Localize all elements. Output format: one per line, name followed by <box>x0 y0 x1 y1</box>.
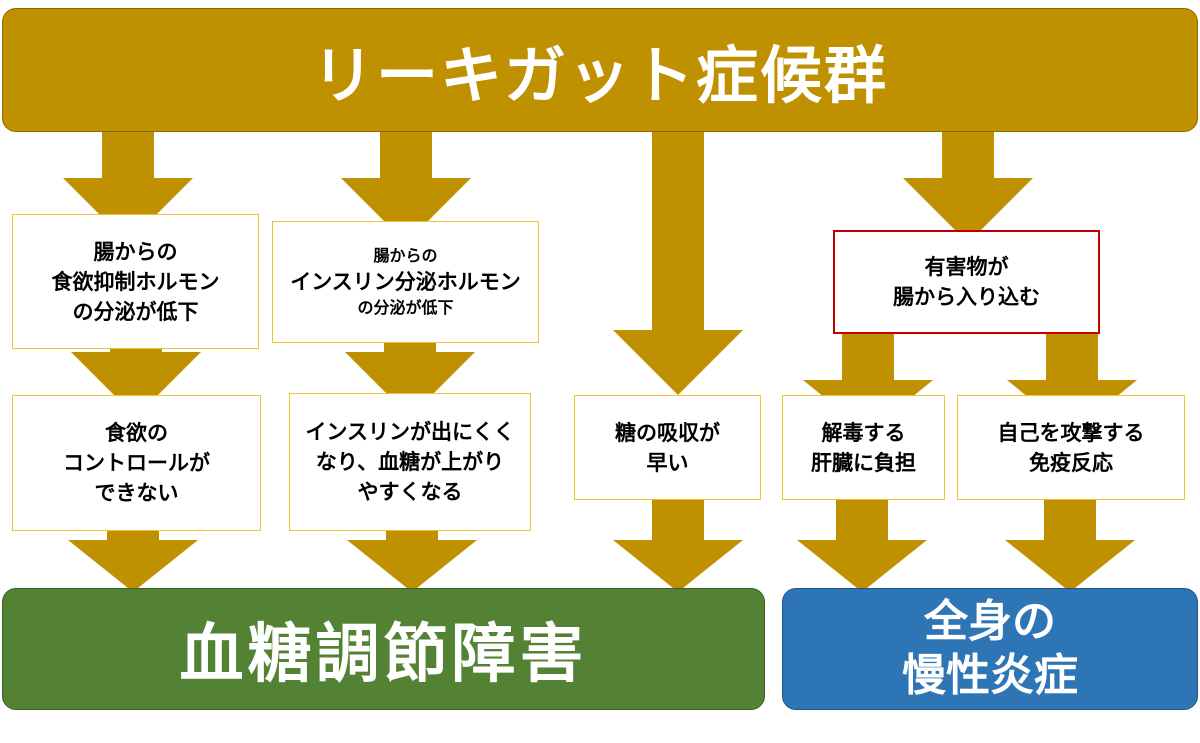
box-line: コントロールが <box>63 451 210 475</box>
arrow-down <box>797 500 927 592</box>
arrow-down <box>903 130 1033 243</box>
box-appetite-hormone: 腸からの 食欲抑制ホルモン の分泌が低下 <box>12 214 259 349</box>
box-insulin-hormone: 腸からの インスリン分泌ホルモン の分泌が低下 <box>272 221 539 343</box>
box-line: やすくなる <box>357 480 463 504</box>
box-line: 早い <box>646 450 689 475</box>
outcome-chronic-inflammation: 全身の 慢性炎症 <box>782 588 1198 710</box>
box-line: インスリン分泌ホルモン <box>290 270 521 294</box>
box-line: インスリンが出にくく <box>305 420 515 444</box>
box-line: の分泌が低下 <box>72 299 199 324</box>
arrow-down <box>1007 334 1137 433</box>
arrow-down <box>613 500 743 592</box>
outcome-label: 血糖調節障害 <box>179 618 588 692</box>
outcome-blood-sugar-disorder: 血糖調節障害 <box>2 588 765 710</box>
arrow-down <box>345 343 475 417</box>
arrow-down <box>1005 500 1135 592</box>
box-line: 肝臓に負担 <box>811 450 916 475</box>
box-line: 自己を攻撃する <box>997 420 1145 445</box>
outcome-label-line: 全身の <box>924 596 1056 647</box>
box-line: 腸からの <box>93 239 178 264</box>
box-line: 腸からの <box>373 246 438 265</box>
box-line: 食欲の <box>105 421 168 445</box>
box-appetite-control: 食欲の コントロールが できない <box>12 395 261 531</box>
box-line: 食欲抑制ホルモン <box>51 269 220 294</box>
arrow-down <box>63 130 193 243</box>
title-banner: リーキガット症候群 <box>2 8 1198 132</box>
arrow-down <box>613 130 743 395</box>
box-liver-burden: 解毒する 肝臓に負担 <box>782 395 945 500</box>
diagram-title: リーキガット症候群 <box>311 39 888 112</box>
box-blood-sugar-rise: インスリンが出にくく なり、血糖が上がり やすくなる <box>289 393 531 531</box>
box-line: 免疫反応 <box>1029 450 1113 475</box>
box-line: 解毒する <box>821 420 906 445</box>
arrow-down <box>71 348 201 417</box>
arrow-down <box>803 334 933 433</box>
outcome-label-line: 慢性炎症 <box>902 650 1078 701</box>
arrow-down <box>68 530 198 592</box>
box-line: 糖の吸収が <box>615 420 720 445</box>
box-fast-absorption: 糖の吸収が 早い <box>574 395 761 500</box>
box-immune-attack: 自己を攻撃する 免疫反応 <box>957 395 1185 500</box>
box-line: できない <box>94 481 179 505</box>
arrow-down <box>341 130 471 243</box>
box-line: 腸から入り込む <box>893 285 1040 309</box>
arrow-down <box>347 530 477 592</box>
box-toxins-enter: 有害物が 腸から入り込む <box>833 230 1100 334</box>
box-line: の分泌が低下 <box>357 298 454 317</box>
box-line: 有害物が <box>924 255 1009 279</box>
box-line: なり、血糖が上がり <box>315 450 505 474</box>
